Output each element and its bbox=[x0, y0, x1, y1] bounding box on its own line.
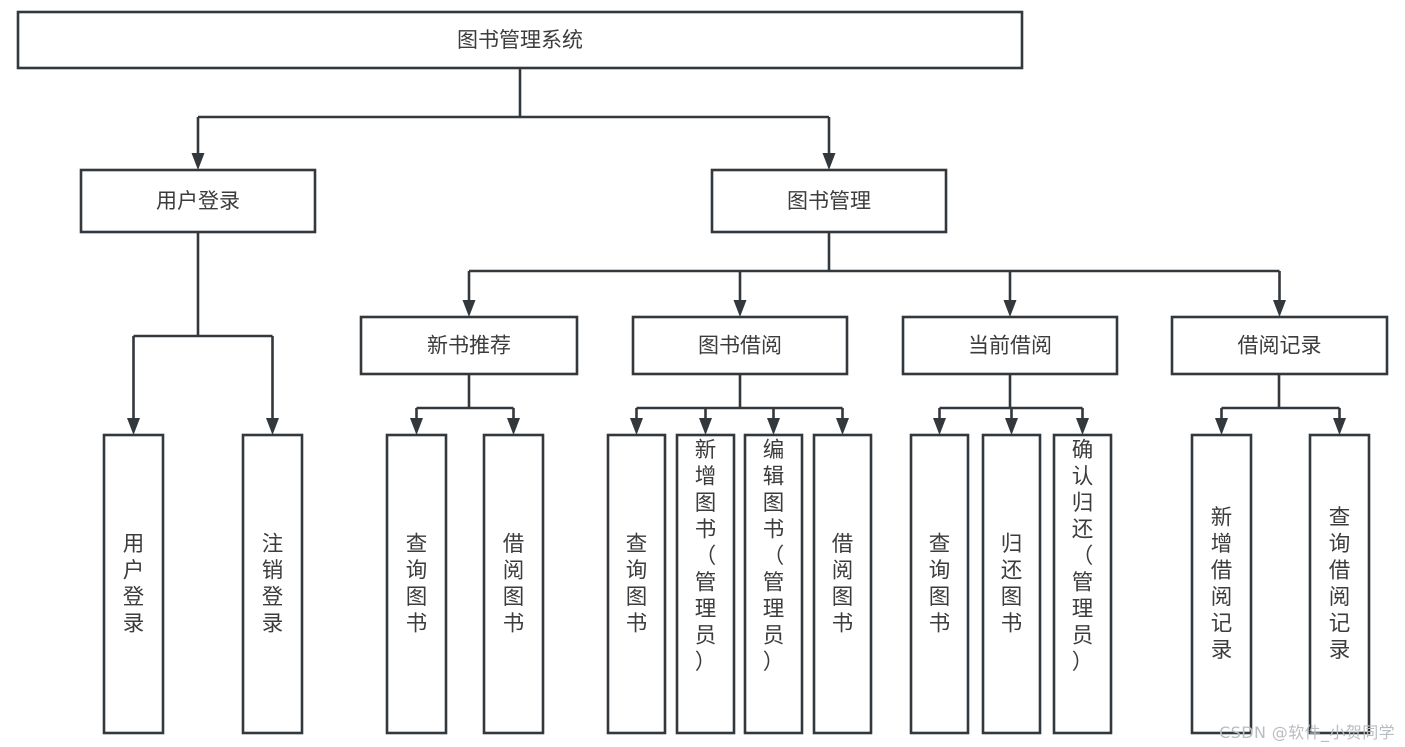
node-label: 图书借阅 bbox=[698, 334, 782, 358]
node-leaf-user-login[interactable]: 用户登录 bbox=[102, 433, 165, 735]
node-box[interactable] bbox=[743, 433, 804, 735]
node-label: 借阅图书 bbox=[832, 532, 854, 637]
node-label: 新增图书（管理员） bbox=[695, 438, 717, 675]
arrow-head-icon bbox=[630, 418, 643, 435]
arrow-head-icon bbox=[410, 418, 423, 435]
node-user-login[interactable]: 用户登录 bbox=[79, 168, 317, 234]
node-box[interactable] bbox=[1190, 433, 1253, 735]
arrow-head-icon bbox=[1003, 300, 1017, 317]
node-label: 图书管理系统 bbox=[457, 28, 583, 52]
node-box[interactable] bbox=[102, 433, 165, 735]
node-label: 借阅记录 bbox=[1238, 334, 1322, 358]
node-leaf-logout[interactable]: 注销登录 bbox=[241, 433, 304, 735]
node-box[interactable] bbox=[631, 315, 849, 376]
node-root[interactable]: 图书管理系统 bbox=[16, 10, 1024, 70]
node-leaf-edit-book-admin[interactable]: 编辑图书（管理员） bbox=[743, 433, 804, 735]
arrow-head-icon bbox=[127, 418, 140, 435]
arrow-head-icon bbox=[1076, 418, 1089, 435]
node-label: 查询借阅记录 bbox=[1329, 506, 1351, 664]
node-box[interactable] bbox=[1308, 433, 1371, 735]
arrow-head-icon bbox=[1333, 418, 1346, 435]
nodes-layer: 图书管理系统用户登录图书管理新书推荐图书借阅当前借阅借阅记录用户登录注销登录查询… bbox=[16, 10, 1389, 735]
node-box[interactable] bbox=[981, 433, 1042, 735]
arrow-head-icon bbox=[699, 418, 712, 435]
node-label: 新增借阅记录 bbox=[1211, 506, 1233, 664]
node-leaf-query-book-current[interactable]: 查询图书 bbox=[909, 433, 970, 735]
node-box[interactable] bbox=[385, 433, 448, 735]
node-label: 图书管理 bbox=[787, 189, 871, 213]
arrow-head-icon bbox=[767, 418, 780, 435]
node-borrow-record[interactable]: 借阅记录 bbox=[1170, 315, 1389, 376]
arrow-head-icon bbox=[933, 418, 946, 435]
arrow-head-icon bbox=[733, 300, 747, 317]
arrow-head-icon bbox=[1273, 300, 1286, 317]
node-book-borrow[interactable]: 图书借阅 bbox=[631, 315, 849, 376]
node-leaf-confirm-return-admin[interactable]: 确认归还（管理员） bbox=[1052, 433, 1113, 735]
node-leaf-query-book-borrow[interactable]: 查询图书 bbox=[606, 433, 667, 735]
node-leaf-return-book[interactable]: 归还图书 bbox=[981, 433, 1042, 735]
arrow-head-icon bbox=[507, 418, 520, 435]
watermark-text: CSDN @软件_小贺同学 bbox=[1219, 723, 1395, 742]
node-label: 借阅图书 bbox=[503, 532, 525, 637]
arrow-head-icon bbox=[822, 153, 836, 170]
node-label: 用户登录 bbox=[156, 189, 240, 213]
node-label: 查询图书 bbox=[406, 532, 428, 637]
node-box[interactable] bbox=[1052, 433, 1113, 735]
node-label: 查询图书 bbox=[626, 532, 648, 637]
node-label: 新书推荐 bbox=[427, 334, 511, 358]
arrow-head-icon bbox=[462, 300, 476, 317]
node-label: 当前借阅 bbox=[968, 334, 1052, 358]
node-leaf-add-borrow-record[interactable]: 新增借阅记录 bbox=[1190, 433, 1253, 735]
node-box[interactable] bbox=[241, 433, 304, 735]
node-label: 查询图书 bbox=[929, 532, 951, 637]
node-leaf-add-book-admin[interactable]: 新增图书（管理员） bbox=[675, 433, 736, 735]
arrow-head-icon bbox=[191, 153, 205, 170]
arrow-head-icon bbox=[1215, 418, 1228, 435]
node-book-manage[interactable]: 图书管理 bbox=[710, 168, 948, 234]
node-label: 编辑图书（管理员） bbox=[763, 438, 785, 675]
node-leaf-query-borrow-record[interactable]: 查询借阅记录 bbox=[1308, 433, 1371, 735]
arrow-head-icon bbox=[1005, 418, 1018, 435]
node-box[interactable] bbox=[909, 433, 970, 735]
node-leaf-borrow-book-recommend[interactable]: 借阅图书 bbox=[482, 433, 545, 735]
node-label: 归还图书 bbox=[1001, 532, 1023, 637]
node-label: 用户登录 bbox=[123, 532, 145, 637]
arrow-head-icon bbox=[266, 418, 279, 435]
node-box[interactable] bbox=[812, 433, 873, 735]
node-box[interactable] bbox=[79, 168, 317, 234]
node-box[interactable] bbox=[359, 315, 579, 376]
node-label: 注销登录 bbox=[262, 532, 284, 637]
arrow-head-icon bbox=[836, 418, 849, 435]
node-leaf-query-book-recommend[interactable]: 查询图书 bbox=[385, 433, 448, 735]
node-box[interactable] bbox=[606, 433, 667, 735]
node-box[interactable] bbox=[901, 315, 1119, 376]
connectors-layer bbox=[127, 68, 1346, 435]
node-box[interactable] bbox=[482, 433, 545, 735]
node-box[interactable] bbox=[16, 10, 1024, 70]
node-box[interactable] bbox=[1170, 315, 1389, 376]
node-leaf-borrow-book[interactable]: 借阅图书 bbox=[812, 433, 873, 735]
node-box[interactable] bbox=[675, 433, 736, 735]
node-new-book-recommend[interactable]: 新书推荐 bbox=[359, 315, 579, 376]
node-label: 确认归还（管理员） bbox=[1072, 438, 1094, 675]
node-box[interactable] bbox=[710, 168, 948, 234]
node-current-borrow[interactable]: 当前借阅 bbox=[901, 315, 1119, 376]
